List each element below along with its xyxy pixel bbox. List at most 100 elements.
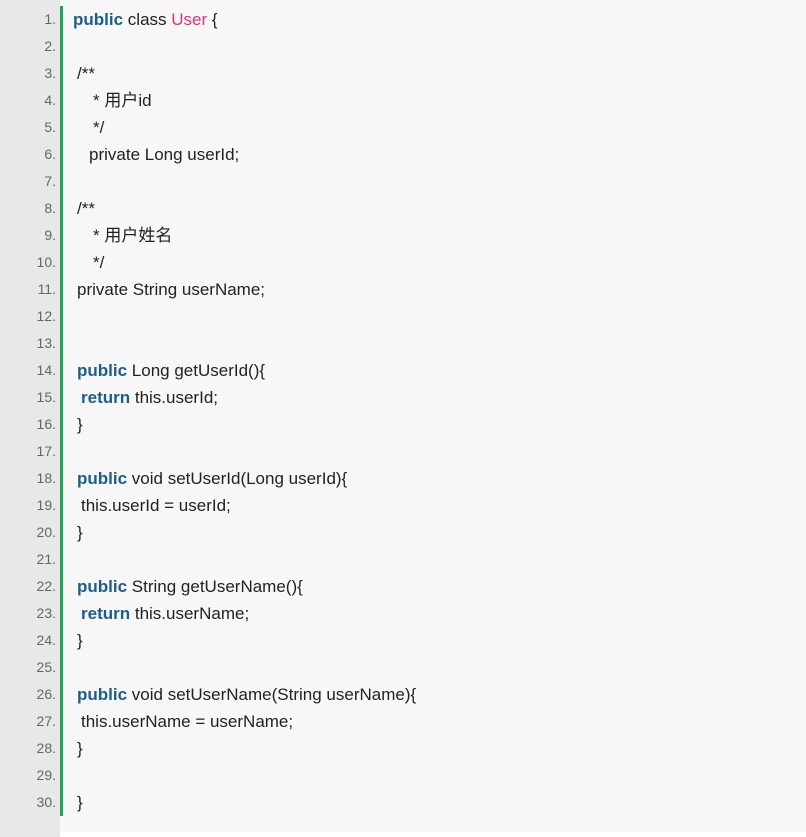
code-token: * 用户id <box>93 91 152 110</box>
line-number: 12. <box>36 308 56 324</box>
code-keyword: return <box>81 388 131 407</box>
code-text: private String userName; <box>77 276 265 303</box>
line-number: 24. <box>36 632 56 648</box>
line-number: 28. <box>36 740 56 756</box>
code-token: void setUserId(Long userId){ <box>127 469 348 488</box>
code-text: return this.userId; <box>81 384 218 411</box>
line-number: 9. <box>44 227 56 243</box>
line-number: 15. <box>36 389 56 405</box>
code-line: 21. <box>0 546 806 573</box>
code-line: 19. this.userId = userId; <box>0 492 806 519</box>
code-token: String getUserName(){ <box>127 577 303 596</box>
line-number: 22. <box>36 578 56 594</box>
line-number: 10. <box>36 254 56 270</box>
code-line: 30.} <box>0 789 806 816</box>
code-text: public void setUserName(String userName)… <box>77 681 416 708</box>
code-line: 13. <box>0 330 806 357</box>
code-keyword: public <box>77 361 128 380</box>
code-token: this.userName; <box>130 604 250 623</box>
code-text: } <box>77 735 83 762</box>
code-line: 16.} <box>0 411 806 438</box>
line-number: 14. <box>36 362 56 378</box>
code-token: /** <box>77 64 95 83</box>
line-number: 23. <box>36 605 56 621</box>
line-number: 6. <box>44 146 56 162</box>
code-line: 11. private String userName; <box>0 276 806 303</box>
code-token: this.userId = userId; <box>81 496 231 515</box>
code-line: 27. this.userName = userName; <box>0 708 806 735</box>
line-number: 17. <box>36 443 56 459</box>
code-line: 20.} <box>0 519 806 546</box>
code-token: private Long userId; <box>89 145 240 164</box>
line-number: 19. <box>36 497 56 513</box>
line-number: 25. <box>36 659 56 675</box>
line-number: 30. <box>36 794 56 810</box>
code-line: 14. public Long getUserId(){ <box>0 357 806 384</box>
code-text: this.userId = userId; <box>81 492 231 519</box>
code-token: this.userName = userName; <box>81 712 294 731</box>
code-class-name: User <box>171 10 208 29</box>
line-number: 2. <box>44 38 56 54</box>
code-token: } <box>77 631 83 650</box>
code-token: Long getUserId(){ <box>127 361 266 380</box>
code-text: public void setUserId(Long userId){ <box>77 465 347 492</box>
line-number: 5. <box>44 119 56 135</box>
code-text: } <box>77 627 83 654</box>
code-text: private Long userId; <box>89 141 239 168</box>
code-line: 7. <box>0 168 806 195</box>
line-number: 27. <box>36 713 56 729</box>
code-line: 1.public class User { <box>0 6 806 33</box>
code-text: * 用户id <box>93 87 152 114</box>
code-line: 23. return this.userName; <box>0 600 806 627</box>
code-line: 18. public void setUserId(Long userId){ <box>0 465 806 492</box>
line-number: 3. <box>44 65 56 81</box>
code-token: } <box>77 523 83 542</box>
code-line: 4. * 用户id <box>0 87 806 114</box>
line-number: 13. <box>36 335 56 351</box>
code-line: 8. /** <box>0 195 806 222</box>
code-accent-bar <box>60 6 63 816</box>
code-text: } <box>77 789 83 816</box>
line-number: 18. <box>36 470 56 486</box>
code-line: 17. <box>0 438 806 465</box>
code-text: */ <box>93 249 104 276</box>
code-text: /** <box>77 60 95 87</box>
code-line: 12. <box>0 303 806 330</box>
line-number: 20. <box>36 524 56 540</box>
line-number-gutter <box>0 0 60 837</box>
code-line: 3. /** <box>0 60 806 87</box>
code-text: /** <box>77 195 95 222</box>
line-number: 4. <box>44 92 56 108</box>
code-token: } <box>77 739 83 758</box>
line-number: 8. <box>44 200 56 216</box>
bottom-strip <box>60 832 806 837</box>
code-token: } <box>77 415 83 434</box>
code-keyword: public <box>77 577 128 596</box>
code-line: 29. <box>0 762 806 789</box>
code-line: 22. public String getUserName(){ <box>0 573 806 600</box>
line-number: 16. <box>36 416 56 432</box>
code-text: this.userName = userName; <box>81 708 293 735</box>
code-line: 10. */ <box>0 249 806 276</box>
code-text: * 用户姓名 <box>93 222 172 249</box>
code-text: */ <box>93 114 104 141</box>
code-text: public Long getUserId(){ <box>77 357 265 384</box>
code-token: */ <box>93 253 105 272</box>
code-line: 2. <box>0 33 806 60</box>
code-text: return this.userName; <box>81 600 249 627</box>
code-token: /** <box>77 199 95 218</box>
code-text: } <box>77 411 83 438</box>
code-line: 24.} <box>0 627 806 654</box>
line-number: 11. <box>37 281 56 297</box>
code-text: public class User { <box>73 6 218 33</box>
code-text: public String getUserName(){ <box>77 573 303 600</box>
code-token: */ <box>93 118 105 137</box>
code-line: 28.} <box>0 735 806 762</box>
code-line: 5. */ <box>0 114 806 141</box>
code-token: } <box>77 793 83 812</box>
line-number: 26. <box>36 686 56 702</box>
code-line: 25. <box>0 654 806 681</box>
code-line: 15. return this.userId; <box>0 384 806 411</box>
code-keyword: public <box>77 685 128 704</box>
code-keyword: public <box>77 469 128 488</box>
